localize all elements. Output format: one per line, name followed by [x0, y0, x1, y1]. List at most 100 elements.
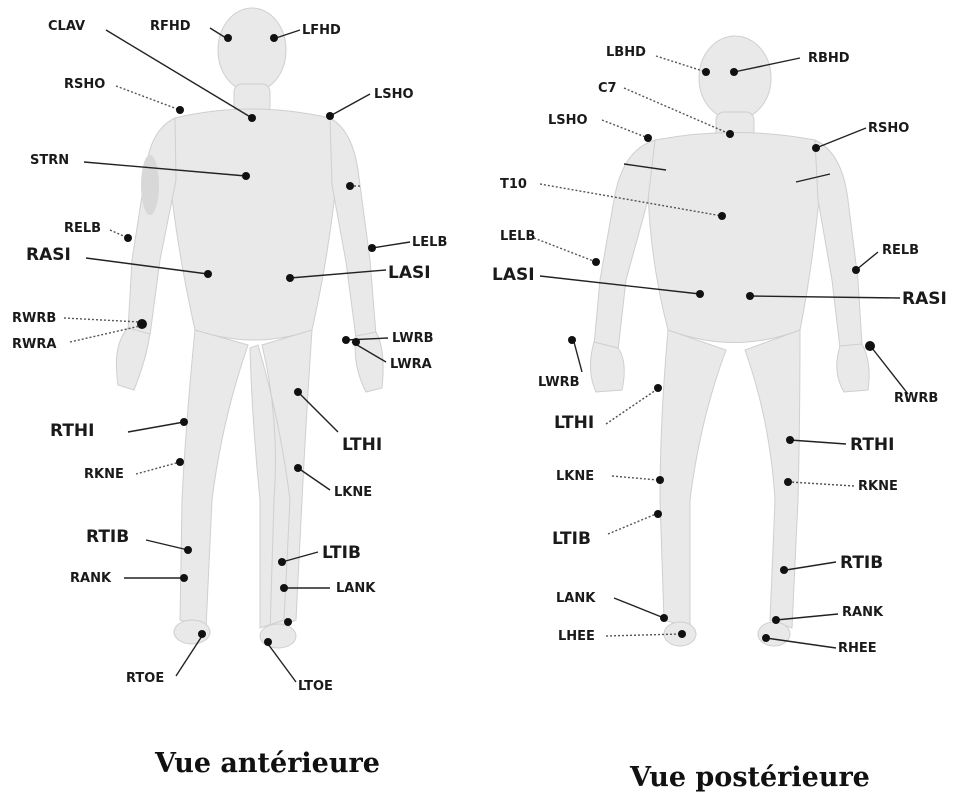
marker-lkne-back — [656, 476, 664, 484]
marker-relb — [124, 234, 132, 242]
label-lfhd: LFHD — [302, 23, 341, 38]
posterior-right-hand — [837, 344, 869, 392]
label-clav: CLAV — [48, 19, 85, 34]
marker-ltib-back — [654, 510, 662, 518]
label-rwra: RWRA — [12, 337, 56, 352]
anterior-head — [218, 8, 286, 92]
label-rtib-back: RTIB — [840, 553, 883, 573]
label-lelb: LELB — [412, 235, 447, 250]
anterior-right-hand — [116, 328, 150, 390]
label-rank: RANK — [70, 571, 112, 586]
marker-rthi — [180, 418, 188, 426]
marker-lsho-back — [644, 134, 652, 142]
posterior-left-hand — [590, 342, 624, 392]
marker-rwrb — [137, 319, 147, 329]
marker-lthi-back — [654, 384, 662, 392]
marker-rsho — [176, 106, 184, 114]
marker-lthi — [294, 388, 302, 396]
label-lasi-back: LASI — [492, 265, 535, 285]
marker-c7 — [726, 130, 734, 138]
marker-rkne-back — [784, 478, 792, 486]
label-rkne: RKNE — [84, 467, 124, 482]
posterior-right-leg — [745, 330, 800, 628]
posterior-left-arm — [594, 140, 655, 350]
label-lbhd: LBHD — [606, 45, 646, 60]
marker-lank — [280, 584, 288, 592]
label-lwra: LWRA — [390, 357, 432, 372]
marker-lasi — [286, 274, 294, 282]
marker-lwrb — [342, 336, 350, 344]
label-lank-back: LANK — [556, 591, 596, 606]
marker-lbhd — [702, 68, 710, 76]
label-lkne: LKNE — [334, 485, 372, 500]
marker-strn — [242, 172, 250, 180]
label-rwrb-back: RWRB — [894, 391, 938, 406]
marker-relb-back — [852, 266, 860, 274]
label-lank: LANK — [336, 581, 376, 596]
label-lhee: LHEE — [558, 629, 595, 644]
label-relb-back: RELB — [882, 243, 919, 258]
marker-rhee — [762, 634, 770, 642]
label-strn: STRN — [30, 153, 69, 168]
marker-lkne — [294, 464, 302, 472]
marker-lheel-front — [284, 618, 292, 626]
label-ltoe: LTOE — [298, 679, 333, 694]
label-rhee: RHEE — [838, 641, 877, 656]
posterior-left-leg — [660, 330, 726, 628]
label-lsho-back: LSHO — [548, 113, 588, 128]
label-rank-back: RANK — [842, 605, 884, 620]
marker-rtoe — [198, 630, 206, 638]
anterior-torso — [168, 109, 338, 340]
anterior-shadow — [141, 155, 159, 215]
label-ltib-back: LTIB — [552, 529, 591, 549]
marker-rasi — [204, 270, 212, 278]
label-lsho: LSHO — [374, 87, 414, 102]
label-rsho: RSHO — [64, 77, 105, 92]
marker-lank-back — [660, 614, 668, 622]
marker-rkne — [176, 458, 184, 466]
label-lasi: LASI — [388, 263, 431, 283]
label-lelb-back: LELB — [500, 229, 535, 244]
marker-lfhd — [270, 34, 278, 42]
label-lthi: LTHI — [342, 435, 382, 455]
label-rasi-back: RASI — [902, 289, 947, 309]
posterior-figure — [590, 36, 869, 646]
marker-lhee — [678, 630, 686, 638]
label-rbhd: RBHD — [808, 51, 850, 66]
label-lwrb-back: LWRB — [538, 375, 580, 390]
label-rwrb: RWRB — [12, 311, 56, 326]
marker-lelb — [368, 244, 376, 252]
posterior-caption: Vue postérieure — [629, 762, 870, 793]
marker-t10 — [718, 212, 726, 220]
label-rtib: RTIB — [86, 527, 129, 547]
marker-rthi-back — [786, 436, 794, 444]
marker-lsho — [326, 112, 334, 120]
marker-lwra — [352, 338, 360, 346]
label-rthi-back: RTHI — [850, 435, 894, 455]
posterior-torso — [648, 133, 820, 343]
marker-clav — [248, 114, 256, 122]
posterior-head — [699, 36, 771, 120]
label-rasi: RASI — [26, 245, 71, 265]
label-lkne-back: LKNE — [556, 469, 594, 484]
label-rthi: RTHI — [50, 421, 94, 441]
marker-rwrb-back — [865, 341, 875, 351]
label-ltib: LTIB — [322, 543, 361, 563]
anterior-right-leg — [180, 330, 248, 628]
label-rfhd: RFHD — [150, 19, 191, 34]
marker-lsho-arm — [346, 182, 354, 190]
label-c7: C7 — [598, 81, 617, 96]
marker-lelb-back — [592, 258, 600, 266]
anterior-caption: Vue antérieure — [154, 748, 380, 779]
label-t10: T10 — [500, 177, 527, 192]
marker-rasi-back — [746, 292, 754, 300]
marker-ltoe — [264, 638, 272, 646]
marker-lasi-back — [696, 290, 704, 298]
marker-ltib — [278, 558, 286, 566]
marker-rtib-back — [780, 566, 788, 574]
posterior-right-arm — [815, 140, 862, 348]
label-rtoe: RTOE — [126, 671, 164, 686]
label-lwrb: LWRB — [392, 331, 434, 346]
anterior-right-arm — [128, 118, 176, 335]
